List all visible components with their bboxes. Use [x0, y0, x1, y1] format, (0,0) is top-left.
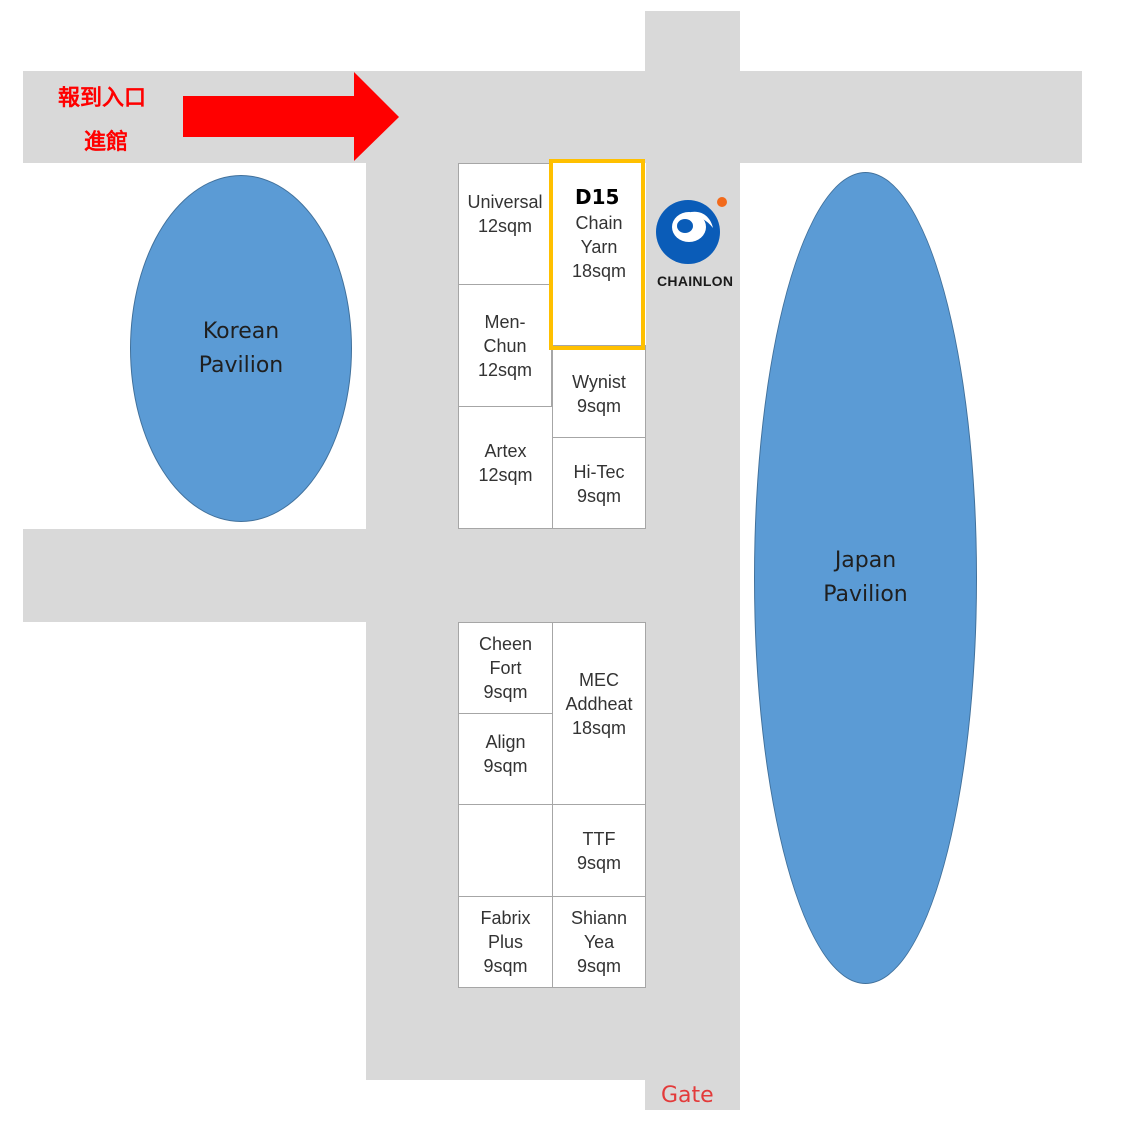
- booth-wynist[interactable]: Wynist 9sqm: [552, 345, 646, 438]
- chainlon-logo-text: CHAINLON: [657, 273, 734, 289]
- entrance-label-line2: 進館: [84, 130, 129, 155]
- aisle-middle: [23, 529, 740, 622]
- chainlon-logo-icon: [656, 197, 727, 264]
- booth-align[interactable]: Align 9sqm: [458, 713, 553, 805]
- booth-ttf[interactable]: TTF 9sqm: [552, 804, 646, 897]
- booth-shiann-yea[interactable]: Shiann Yea 9sqm: [552, 896, 646, 988]
- booth-ttf-label: TTF 9sqm: [576, 828, 621, 873]
- korean-pavilion-label: Korean Pavilion: [198, 318, 284, 378]
- booth-empty[interactable]: [458, 804, 553, 897]
- booth-code-d15: D15: [575, 185, 620, 209]
- japan-pavilion: Japan Pavilion: [754, 172, 977, 984]
- booth-men-chun-label: Men- Chun 12sqm: [477, 311, 533, 380]
- booth-universal-label: Universal 12sqm: [467, 192, 543, 236]
- booth-universal[interactable]: Universal 12sqm: [458, 163, 552, 285]
- aisle-top: [23, 71, 1082, 163]
- entrance-label-line1: 報到入口: [58, 86, 147, 111]
- booth-cheen-fort-label: Cheen Fort 9sqm: [478, 634, 533, 702]
- entrance-arrow-icon: [183, 72, 399, 161]
- korean-pavilion: Korean Pavilion: [130, 175, 352, 522]
- japan-pavilion-label: Japan Pavilion: [823, 548, 908, 607]
- booth-fabrix-plus-label: Fabrix Plus 9sqm: [480, 908, 531, 976]
- booth-mec-addheat-label: MEC Addheat 18sqm: [565, 669, 633, 738]
- highlight-frame-d15: [549, 159, 645, 350]
- booth-wynist-label: Wynist 9sqm: [572, 371, 626, 416]
- booth-chain-yarn[interactable]: Chain Yarn 18sqm: [552, 163, 646, 351]
- booth-shiann-yea-label: Shiann Yea 9sqm: [570, 908, 628, 976]
- booth-cheen-fort[interactable]: Cheen Fort 9sqm: [458, 622, 553, 714]
- gate-label: Gate: [661, 1083, 714, 1108]
- aisle-gate: [645, 1078, 740, 1110]
- booth-artex[interactable]: Artex 12sqm: [458, 406, 553, 529]
- booth-hi-tec-label: Hi-Tec 9sqm: [573, 462, 625, 506]
- booth-align-label: Align 9sqm: [483, 732, 528, 776]
- booth-mec-addheat[interactable]: MEC Addheat 18sqm: [552, 622, 646, 805]
- booth-chain-yarn-label: Chain Yarn 18sqm: [571, 213, 627, 281]
- booth-artex-label: Artex 12sqm: [478, 440, 533, 485]
- booth-hi-tec[interactable]: Hi-Tec 9sqm: [552, 437, 646, 529]
- booth-men-chun[interactable]: Men- Chun 12sqm: [458, 284, 552, 407]
- booth-fabrix-plus[interactable]: Fabrix Plus 9sqm: [458, 896, 553, 988]
- aisle-top-connector: [645, 11, 740, 81]
